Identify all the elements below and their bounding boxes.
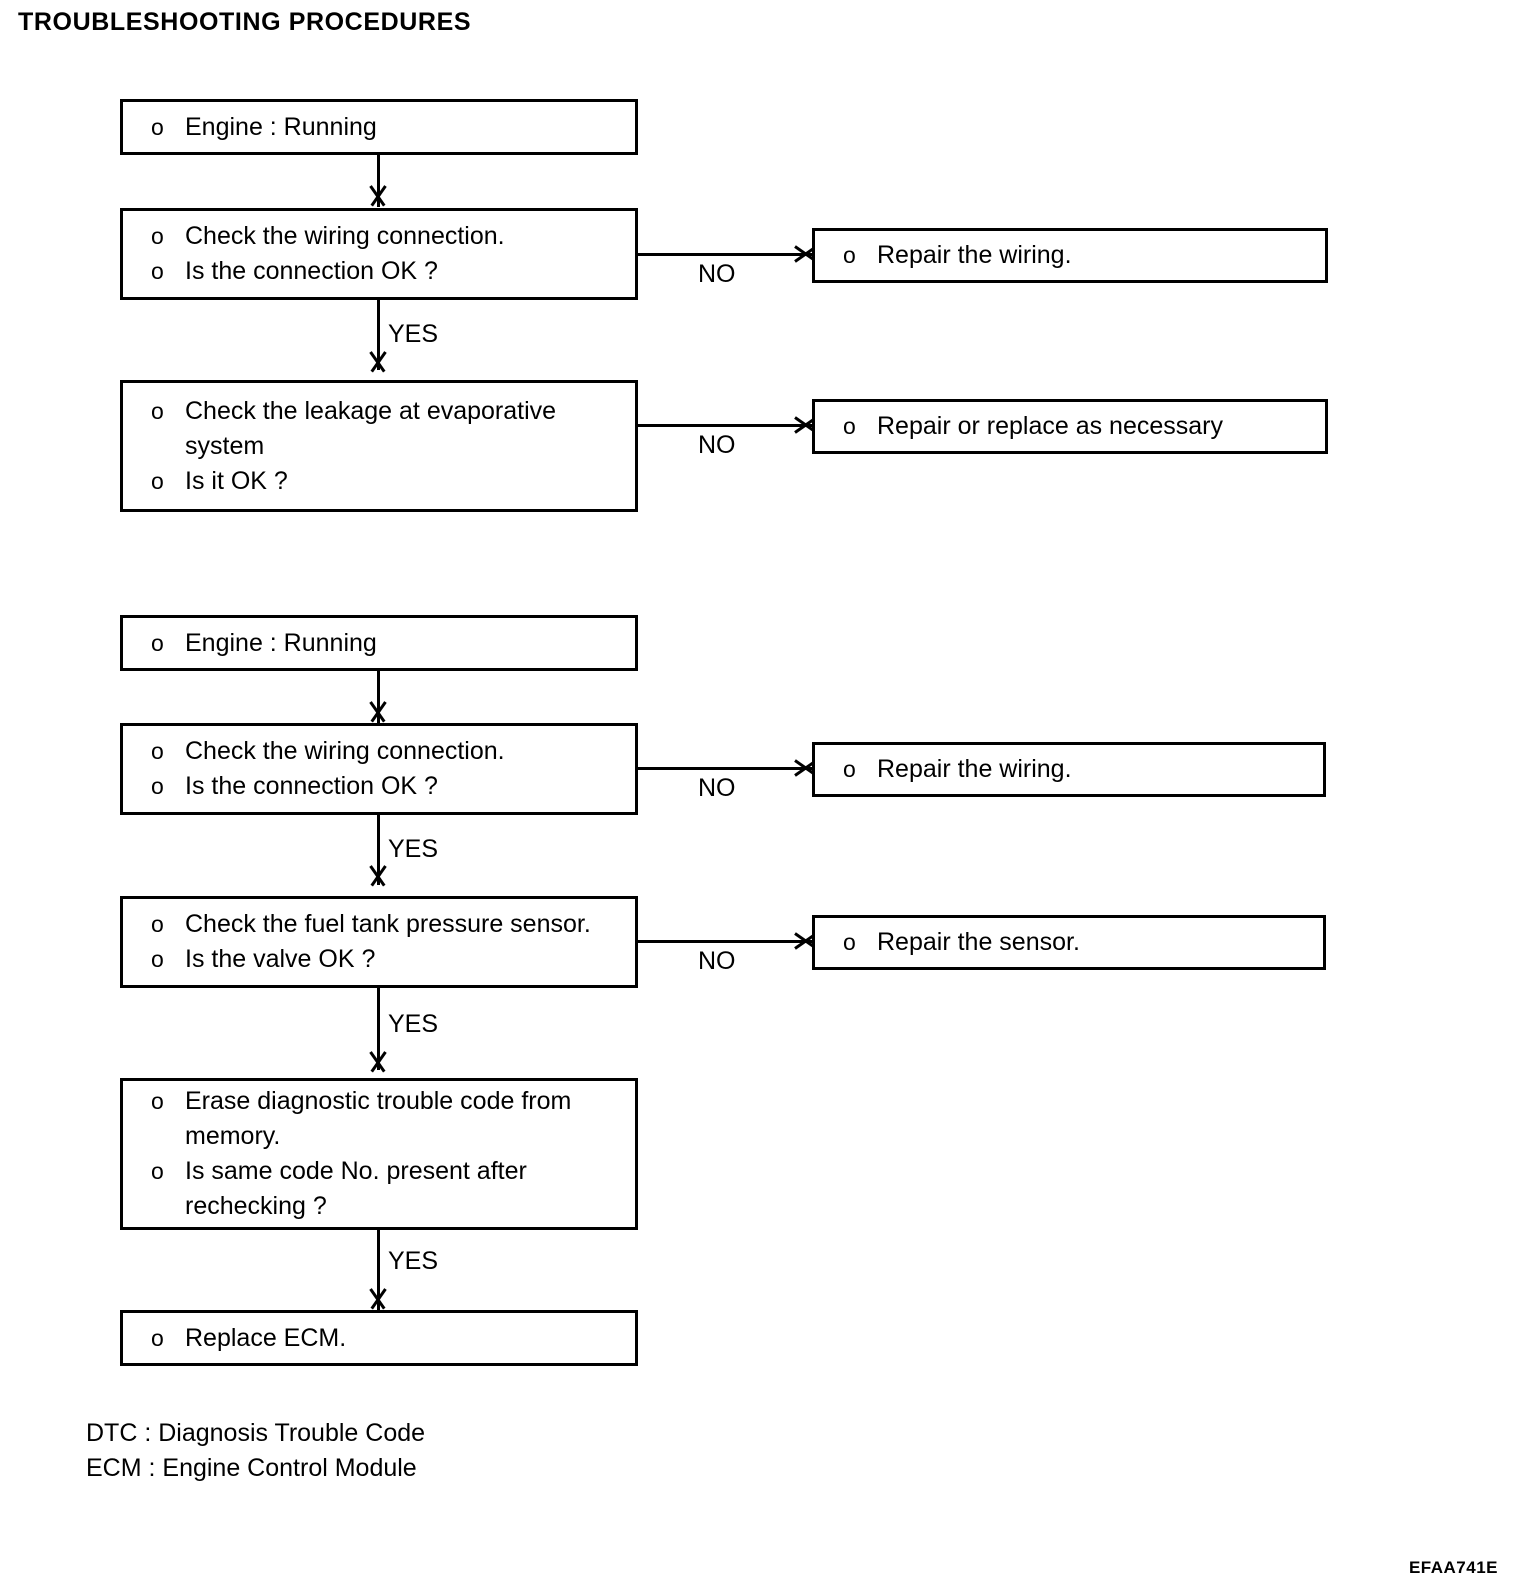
s2-start-box: o Engine : Running — [120, 615, 638, 671]
s2-step1-text2: Is the connection OK ? — [185, 772, 438, 800]
bullet-marker: o — [843, 242, 856, 268]
s2-step1-no-connector — [638, 767, 816, 770]
s1-step1-no-connector — [638, 253, 816, 256]
s2-step2-no-label: NO — [698, 947, 736, 975]
s2-step2-text2: Is the valve OK ? — [185, 945, 376, 973]
s1-step2-no-target-text: Repair or replace as necessary — [877, 412, 1223, 440]
s1-start-line1: o Engine : Running — [123, 110, 635, 145]
s2-step3-line1-continuation: memory. — [123, 1119, 635, 1154]
s1-step1-text1: Check the wiring connection. — [185, 222, 505, 250]
s2-step3-line2: o Is same code No. present after — [123, 1154, 635, 1189]
s2-step1-yes-connector — [377, 815, 380, 885]
s2-step2-no-target-box: o Repair the sensor. — [812, 915, 1326, 970]
bullet-marker: o — [151, 258, 164, 284]
s1-step1-line2: o Is the connection OK ? — [123, 254, 635, 289]
bullet-marker: o — [151, 1088, 164, 1114]
s1-step1-yes-connector — [377, 300, 380, 370]
s2-final-line1: o Replace ECM. — [123, 1321, 635, 1356]
s1-start-box: o Engine : Running — [120, 99, 638, 155]
s1-step1-no-target-box: o Repair the wiring. — [812, 228, 1328, 283]
s2-step1-text1: Check the wiring connection. — [185, 737, 505, 765]
s2-step2-no-connector — [638, 940, 816, 943]
s1-step2-box: o Check the leakage at evaporative syste… — [120, 380, 638, 512]
s1-step2-text2: Is it OK ? — [185, 466, 288, 495]
s2-step2-line1: o Check the fuel tank pressure sensor. — [123, 907, 635, 942]
s2-step3-text2-cont: rechecking ? — [185, 1192, 327, 1220]
bullet-marker: o — [843, 413, 856, 439]
s2-step3-yes-arrowhead — [365, 1289, 391, 1309]
s2-step3-yes-connector — [377, 1230, 380, 1312]
s1-connector-start-to-step1 — [377, 155, 380, 207]
s2-step2-text1: Check the fuel tank pressure sensor. — [185, 910, 591, 938]
s1-step1-yes-arrowhead — [365, 352, 391, 372]
bullet-marker: o — [151, 629, 164, 656]
s2-step3-box: o Erase diagnostic trouble code from mem… — [120, 1078, 638, 1230]
s2-step2-no-target-line: o Repair the sensor. — [815, 925, 1323, 960]
s2-step2-yes-label: YES — [388, 1010, 439, 1038]
figure-reference-code: EFAA741E — [1408, 1558, 1498, 1577]
s1-step2-line1: o Check the leakage at evaporative — [123, 394, 635, 429]
s2-connector-start-to-step1 — [377, 671, 380, 723]
s1-step2-text1-cont: system — [185, 431, 265, 460]
s1-step2-no-connector — [638, 424, 816, 427]
s1-step1-line1: o Check the wiring connection. — [123, 219, 635, 254]
bullet-marker: o — [843, 756, 856, 782]
bullet-marker: o — [151, 1324, 164, 1351]
s2-start-text: Engine : Running — [185, 628, 377, 657]
s2-step3-text1: Erase diagnostic trouble code from — [185, 1087, 572, 1115]
s1-step1-text2: Is the connection OK ? — [185, 257, 438, 285]
legend-dtc: DTC : Diagnosis Trouble Code — [86, 1419, 426, 1447]
s2-step3-yes-label: YES — [388, 1247, 439, 1275]
bullet-marker: o — [151, 738, 164, 764]
bullet-marker: o — [151, 911, 164, 937]
s2-step2-yes-arrowhead — [365, 1052, 391, 1072]
s2-start-line1: o Engine : Running — [123, 626, 635, 661]
s2-arrow-start-to-step1 — [365, 702, 391, 722]
s1-step2-line1-continuation: system — [123, 429, 635, 464]
s1-step2-no-target-line: o Repair or replace as necessary — [815, 409, 1325, 444]
s1-step1-no-target-line: o Repair the wiring. — [815, 238, 1325, 273]
s2-step1-yes-arrowhead — [365, 866, 391, 886]
s2-step2-no-target-text: Repair the sensor. — [877, 928, 1080, 956]
s1-step2-text1: Check the leakage at evaporative — [185, 396, 557, 425]
s1-arrow-start-to-step1 — [365, 186, 391, 206]
bullet-marker: o — [151, 467, 164, 494]
s1-step2-no-label: NO — [698, 431, 736, 459]
s1-step1-box: o Check the wiring connection. o Is the … — [120, 208, 638, 300]
bullet-marker: o — [151, 397, 164, 424]
bullet-marker: o — [151, 1158, 164, 1184]
bullet-marker: o — [843, 929, 856, 955]
s2-step1-no-target-line: o Repair the wiring. — [815, 752, 1323, 787]
s1-start-text: Engine : Running — [185, 112, 377, 141]
s2-final-text: Replace ECM. — [185, 1323, 347, 1352]
s2-step1-box: o Check the wiring connection. o Is the … — [120, 723, 638, 815]
s2-step1-no-label: NO — [698, 774, 736, 802]
bullet-marker: o — [151, 773, 164, 799]
s2-step1-line2: o Is the connection OK ? — [123, 769, 635, 804]
s1-step2-no-target-box: o Repair or replace as necessary — [812, 399, 1328, 454]
legend-ecm: ECM : Engine Control Module — [86, 1454, 417, 1482]
s2-step1-yes-label: YES — [388, 835, 439, 863]
bullet-marker: o — [151, 946, 164, 972]
s1-step1-yes-label: YES — [388, 320, 439, 348]
s2-step2-line2: o Is the valve OK ? — [123, 942, 635, 977]
s2-step3-text1-cont: memory. — [185, 1122, 281, 1150]
s1-step2-line2: o Is it OK ? — [123, 464, 635, 499]
s2-step1-no-target-text: Repair the wiring. — [877, 755, 1072, 783]
s2-step3-line1: o Erase diagnostic trouble code from — [123, 1084, 635, 1119]
s1-step1-no-target-text: Repair the wiring. — [877, 241, 1072, 269]
s2-step1-line1: o Check the wiring connection. — [123, 734, 635, 769]
page-title: TROUBLESHOOTING PROCEDURES — [18, 8, 472, 36]
s2-step2-box: o Check the fuel tank pressure sensor. o… — [120, 896, 638, 988]
s2-step3-text2: Is same code No. present after — [185, 1157, 527, 1185]
s2-final-box: o Replace ECM. — [120, 1310, 638, 1366]
s1-step1-no-label: NO — [698, 260, 736, 288]
s2-step3-line2-continuation: rechecking ? — [123, 1189, 635, 1224]
s2-step1-no-target-box: o Repair the wiring. — [812, 742, 1326, 797]
bullet-marker: o — [151, 223, 164, 249]
s2-step2-yes-connector — [377, 988, 380, 1070]
bullet-marker: o — [151, 113, 164, 140]
